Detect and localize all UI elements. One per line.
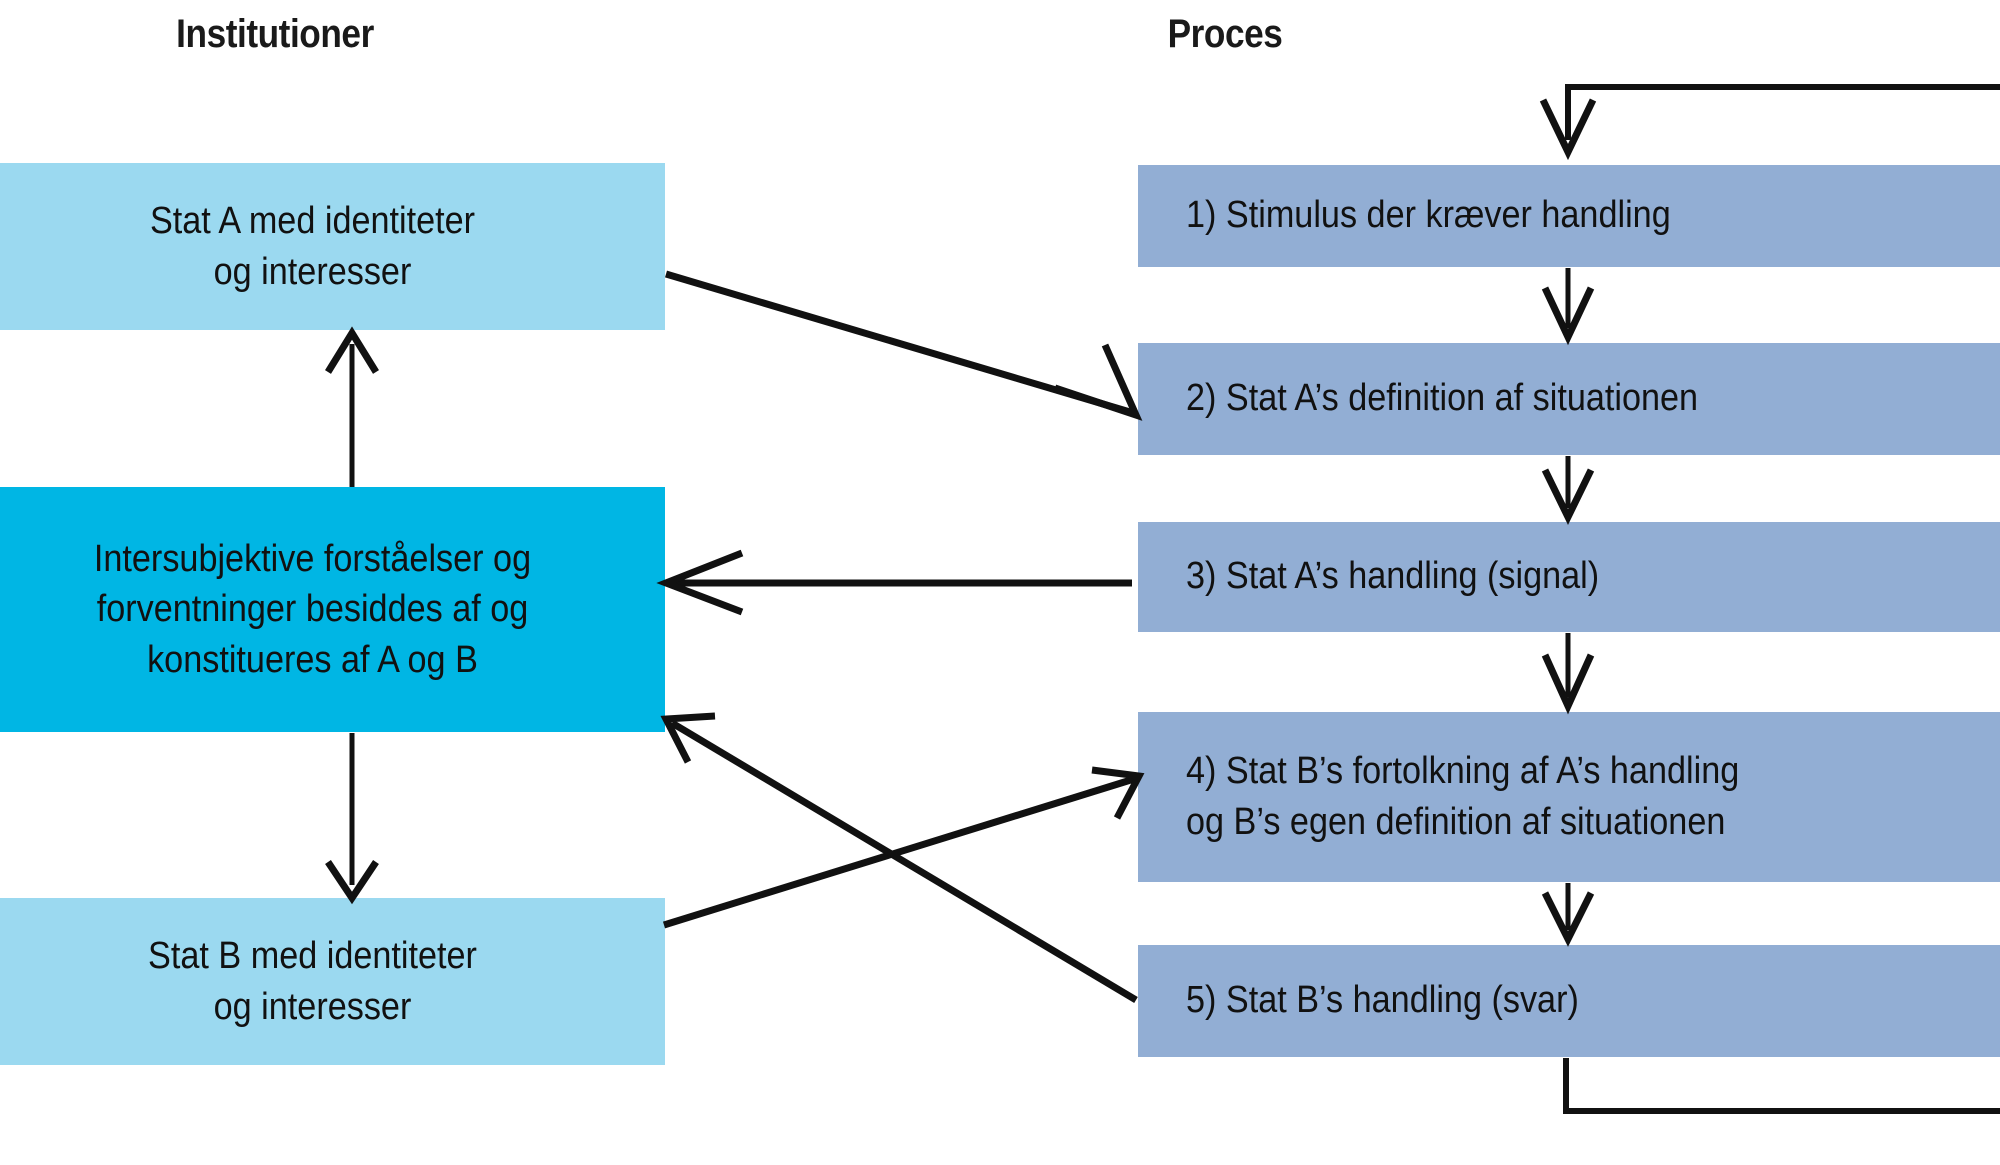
text-line: 5) Stat B’s handling (svar) xyxy=(1186,979,1579,1022)
institution-label-stat-a: Stat A med identiteter og interesser xyxy=(0,196,630,297)
text-line: forventninger besiddes af og xyxy=(96,588,529,631)
connector-p1-to-p2 xyxy=(1541,268,1595,346)
column-header-institutioner: Institutioner xyxy=(176,12,374,56)
text-line: Intersubjektive forståelser og xyxy=(93,537,532,580)
connector-feedback-exit xyxy=(1563,1058,2000,1114)
institution-label-stat-b: Stat B med identiteter og interesser xyxy=(0,931,630,1032)
text-line: 1) Stimulus der kræver handling xyxy=(1186,194,1671,237)
text-line: 2) Stat A’s definition af situationen xyxy=(1186,377,1699,420)
institution-label-intersubjektive: Intersubjektive forståelser og forventni… xyxy=(0,534,630,686)
process-label-step-5: 5) Stat B’s handling (svar) xyxy=(1186,975,1953,1026)
connector-p2-to-p3 xyxy=(1541,456,1595,525)
process-box-step-3: 3) Stat A’s handling (signal) xyxy=(1138,522,2000,632)
text-line: 4) Stat B’s fortolkning af A’s handling xyxy=(1186,749,1740,792)
process-box-step-2: 2) Stat A’s definition af situationen xyxy=(1138,343,2000,455)
connector-p4-to-p5 xyxy=(1541,883,1595,947)
institution-box-stat-a: Stat A med identiteter og interesser xyxy=(0,163,665,330)
column-header-proces: Proces xyxy=(1167,12,1283,56)
process-box-step-4: 4) Stat B’s fortolkning af A’s handling … xyxy=(1138,712,2000,882)
process-label-step-4: 4) Stat B’s fortolkning af A’s handling … xyxy=(1186,746,1953,849)
connector-p5-to-intersubjektive xyxy=(660,712,1138,1004)
connector-feedback-entry xyxy=(1539,84,2000,161)
connector-stat-b-to-p4 xyxy=(662,766,1145,929)
connector-intersubjektive-to-stat-a xyxy=(325,326,379,487)
process-box-step-1: 1) Stimulus der kræver handling xyxy=(1138,165,2000,267)
connector-stat-a-to-p2 xyxy=(665,270,1143,421)
text-line: og B’s egen definition af situationen xyxy=(1186,801,1726,843)
text-line: 3) Stat A’s handling (signal) xyxy=(1186,555,1600,598)
connector-p3-to-p4 xyxy=(1541,633,1595,715)
institution-box-stat-b: Stat B med identiteter og interesser xyxy=(0,898,665,1065)
text-line: konstitueres af A og B xyxy=(147,638,478,681)
text-line: og interesser xyxy=(213,250,412,293)
process-label-step-2: 2) Stat A’s definition af situationen xyxy=(1186,373,1953,424)
process-label-step-3: 3) Stat A’s handling (signal) xyxy=(1186,551,1953,602)
text-line: Stat B med identiteter xyxy=(148,934,477,977)
text-line: og interesser xyxy=(213,985,412,1028)
text-line: Stat A med identiteter xyxy=(149,199,476,242)
institution-box-intersubjektive: Intersubjektive forståelser og forventni… xyxy=(0,487,665,732)
connector-p3-to-intersubjektive xyxy=(656,549,1132,616)
connector-intersubjektive-to-stat-b xyxy=(325,733,379,905)
process-label-step-1: 1) Stimulus der kræver handling xyxy=(1186,190,1953,241)
process-box-step-5: 5) Stat B’s handling (svar) xyxy=(1138,945,2000,1057)
